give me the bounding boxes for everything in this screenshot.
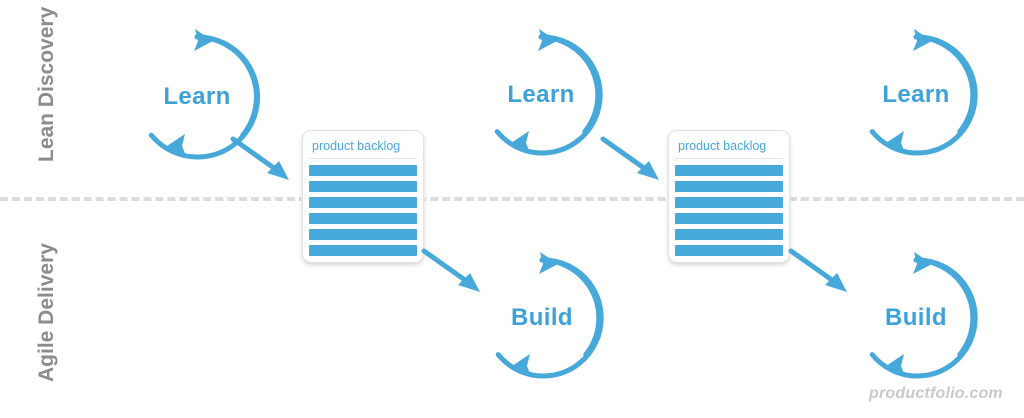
backlog-row	[675, 229, 783, 240]
arrow-learn1-to-backlog1	[230, 136, 301, 187]
watermark: productfolio.com	[869, 385, 1003, 402]
backlog-row	[309, 245, 417, 256]
band-label-line-2: Delivery	[35, 243, 58, 325]
cycle-arrows-icon	[869, 252, 978, 379]
backlog-row	[675, 245, 783, 256]
backlog-row	[309, 181, 417, 192]
arrow-backlog1-to-build1	[421, 248, 492, 299]
band-label-lean-discovery: Lean Discovery	[34, 7, 60, 162]
cycle-arrows-icon	[495, 252, 604, 379]
band-label-agile-delivery: Agile Delivery	[34, 243, 60, 382]
arrow-learn2-to-backlog2	[600, 136, 671, 187]
section-divider	[0, 197, 1024, 201]
backlog-row	[675, 197, 783, 208]
backlog-row	[309, 229, 417, 240]
band-label-line-1: Agile	[35, 330, 58, 382]
arrow-backlog2-to-build2	[788, 248, 859, 299]
band-label-line-2: Discovery	[35, 6, 58, 108]
product-backlog-card-2[interactable]: product backlog	[668, 130, 790, 263]
cycle-arrows-icon	[148, 29, 261, 160]
backlog-row	[675, 165, 783, 176]
backlog-row	[309, 165, 417, 176]
backlog-row-list	[675, 159, 783, 256]
backlog-row	[675, 181, 783, 192]
cycle-build-2: Build	[852, 252, 980, 382]
cycle-learn-2: Learn	[477, 29, 605, 159]
backlog-row-list	[309, 159, 417, 256]
cycle-arrows-icon	[869, 29, 978, 156]
backlog-row	[309, 197, 417, 208]
band-label-line-1: Lean	[35, 112, 58, 162]
backlog-title: product backlog	[675, 137, 783, 159]
cycle-learn-3: Learn	[852, 29, 980, 159]
product-backlog-card-1[interactable]: product backlog	[302, 130, 424, 263]
cycle-arrows-icon	[494, 29, 603, 156]
backlog-row	[309, 213, 417, 224]
cycle-build-1: Build	[478, 252, 606, 382]
backlog-row	[675, 213, 783, 224]
backlog-title: product backlog	[309, 137, 417, 159]
